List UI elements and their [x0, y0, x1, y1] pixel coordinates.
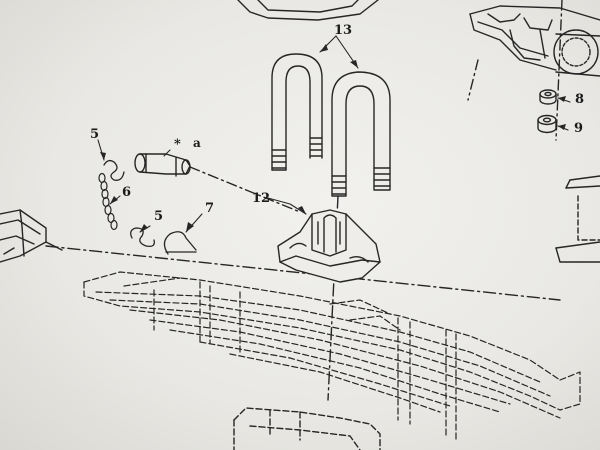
callout-12: 12: [252, 191, 271, 206]
callout-13: 13: [334, 23, 353, 38]
callout-5-lower: 5: [154, 209, 164, 224]
axle-housing-bottom: [233, 407, 381, 450]
callout-9: 9: [574, 121, 584, 136]
washer-9: [537, 114, 557, 134]
hairpin-cotter-7: [163, 231, 197, 255]
callout-asterisk: *: [174, 137, 181, 152]
top-bracket-part: [237, 0, 379, 21]
u-bolt-13-front: [331, 71, 391, 197]
chain-6: [98, 172, 118, 231]
washer-8: [539, 89, 557, 105]
spring-clip-5-upper: [103, 159, 125, 181]
arrowheads: [100, 44, 566, 232]
callout-5-upper: 5: [90, 127, 100, 142]
callout-a: a: [193, 136, 201, 150]
frame-rail-right: [555, 175, 600, 263]
callout-6: 6: [122, 185, 132, 200]
axis-centerline: [45, 245, 561, 301]
frame-rail-left: [0, 209, 63, 263]
frame-bracket-top-right: [469, 5, 600, 77]
spring-seat-12: [277, 209, 381, 283]
callout-8: 8: [575, 92, 585, 107]
spring-clip-5-lower: [130, 227, 155, 248]
leaf-spring-assembly: [83, 271, 581, 441]
alignment-lines-right: [467, 0, 563, 141]
u-bolt-13-rear: [271, 53, 323, 171]
callout-7: 7: [205, 201, 215, 216]
